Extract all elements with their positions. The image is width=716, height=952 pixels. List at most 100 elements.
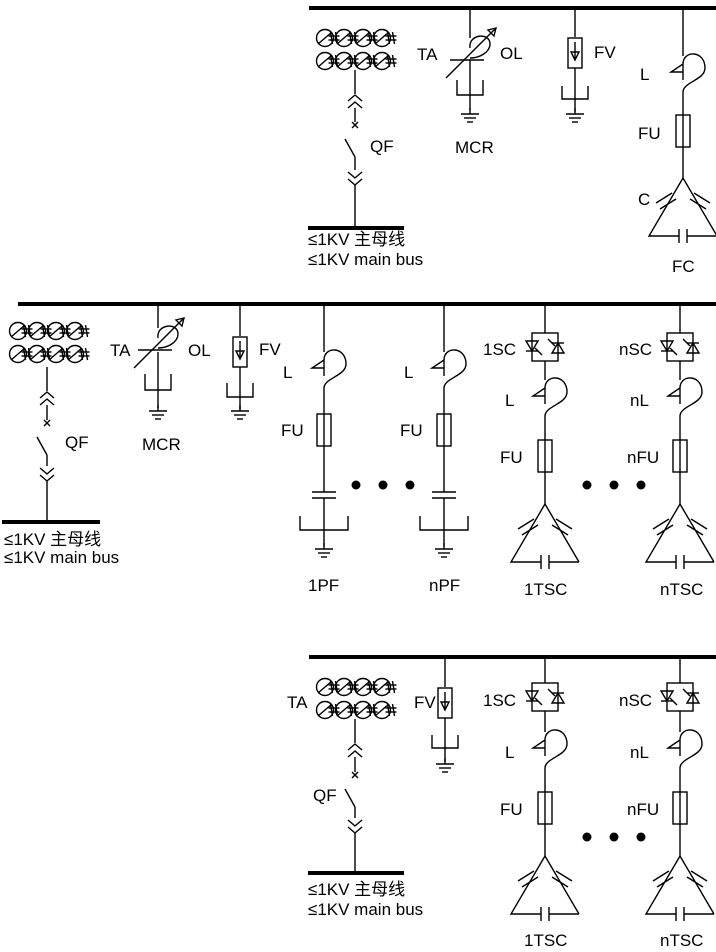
label-l: L	[505, 743, 514, 762]
circuit-breaker-icon	[36, 419, 51, 456]
label-ntsc: nTSC	[660, 580, 703, 599]
label-1sc: 1SC	[483, 340, 516, 359]
label-c: C	[638, 190, 650, 209]
ground-icon	[231, 405, 249, 420]
fuse-icon	[316, 413, 332, 447]
label-nl: nL	[630, 743, 649, 762]
thyristor-switch-icon	[659, 332, 701, 362]
surge-arrester-icon	[437, 687, 453, 719]
label-nsc: nSC	[619, 691, 652, 710]
bus-label-en: ≤1KV main bus	[308, 250, 423, 269]
ellipsis-dots	[582, 480, 646, 490]
inductor-icon	[309, 349, 347, 389]
ground-icon	[435, 543, 453, 558]
label-fu: FU	[638, 124, 661, 143]
surge-arrester-icon	[232, 336, 248, 368]
enclosure-bracket-icon	[419, 516, 469, 531]
thyristor-switch-icon	[524, 682, 566, 712]
magnetic-controlled-reactor-icon	[445, 27, 497, 79]
label-ol: OL	[188, 341, 211, 360]
delta-capacitor-bank-icon	[509, 503, 580, 569]
plug-connector-up-icon	[347, 94, 363, 109]
enclosure-bracket-icon	[561, 86, 589, 100]
label-fu: FU	[500, 800, 523, 819]
label-fu-1: FU	[281, 421, 304, 440]
label-fu-3: FU	[500, 448, 523, 467]
label-ol: OL	[500, 44, 523, 63]
current-transformer-icon	[8, 321, 90, 364]
ground-icon	[566, 108, 584, 123]
label-qf: QF	[65, 433, 89, 452]
label-1sc: 1SC	[483, 691, 516, 710]
inductor-icon	[668, 53, 706, 93]
inductor-icon	[665, 729, 703, 769]
ground-icon	[315, 543, 333, 558]
label-qf: QF	[370, 137, 394, 156]
thyristor-switch-icon	[524, 332, 566, 362]
ground-icon	[461, 108, 479, 123]
enclosure-bracket-icon	[144, 374, 172, 391]
plug-connector-down-icon	[347, 819, 363, 834]
label-l: L	[640, 65, 649, 84]
label-fv: FV	[414, 693, 436, 712]
enclosure-bracket-icon	[431, 735, 459, 749]
label-l-2: L	[404, 363, 413, 382]
delta-capacitor-bank-icon	[509, 855, 580, 921]
delta-capacitor-bank-icon	[644, 855, 715, 921]
plug-connector-up-icon	[347, 743, 363, 758]
bus-label-cn: ≤1KV 主母线	[308, 230, 405, 249]
bus-label-cn: ≤1KV 主母线	[308, 880, 405, 899]
label-1pf: 1PF	[308, 576, 339, 595]
label-mcr: MCR	[455, 138, 494, 157]
label-ta: TA	[417, 45, 438, 64]
delta-capacitor-bank-icon	[647, 177, 716, 243]
surge-arrester-icon	[567, 37, 583, 69]
label-nfu: nFU	[627, 800, 659, 819]
inductor-icon	[530, 377, 568, 417]
diagram-a-fixed-compensation	[308, 6, 716, 243]
circuit-breaker-icon	[344, 771, 359, 808]
ground-icon	[149, 405, 167, 420]
label-qf: QF	[313, 786, 337, 805]
ellipsis-dots	[351, 480, 415, 490]
inductor-icon	[429, 349, 467, 389]
inductor-icon	[665, 377, 703, 417]
label-l-1: L	[283, 363, 292, 382]
enclosure-bracket-icon	[226, 383, 254, 398]
fuse-icon	[675, 114, 691, 148]
enclosure-bracket-icon	[299, 516, 349, 531]
label-l-3: L	[505, 391, 514, 410]
bus-label-en: ≤1KV main bus	[4, 548, 119, 567]
label-1tsc: 1TSC	[524, 931, 567, 950]
thyristor-switch-icon	[659, 682, 701, 712]
label-fv: FV	[594, 43, 616, 62]
label-ta: TA	[287, 693, 308, 712]
plug-connector-up-icon	[39, 391, 55, 406]
fuse-icon	[436, 413, 452, 447]
label-1tsc: 1TSC	[524, 580, 567, 599]
current-transformer-icon	[315, 677, 397, 720]
fuse-icon	[537, 439, 553, 473]
magnetic-controlled-reactor-icon	[133, 317, 185, 369]
label-mcr: MCR	[142, 435, 181, 454]
label-fu-2: FU	[400, 421, 423, 440]
label-nfu: nFU	[627, 448, 659, 467]
label-npf: nPF	[429, 576, 460, 595]
inductor-icon	[530, 729, 568, 769]
fuse-icon	[672, 439, 688, 473]
label-ta: TA	[110, 341, 131, 360]
label-nl: nL	[630, 391, 649, 410]
ellipsis-dots	[582, 832, 646, 842]
plug-connector-down-icon	[39, 467, 55, 482]
label-fv: FV	[259, 340, 281, 359]
diagram-b-hybrid-compensation	[2, 302, 716, 569]
enclosure-bracket-icon	[456, 80, 484, 96]
capacitor-icon	[432, 491, 456, 499]
delta-capacitor-bank-icon	[644, 503, 715, 569]
current-transformer-icon	[315, 28, 397, 71]
diagram-c-thyristor-switched	[308, 655, 716, 921]
label-ntsc: nTSC	[660, 931, 703, 950]
bus-label-cn: ≤1KV 主母线	[4, 530, 101, 549]
fuse-icon	[537, 791, 553, 825]
